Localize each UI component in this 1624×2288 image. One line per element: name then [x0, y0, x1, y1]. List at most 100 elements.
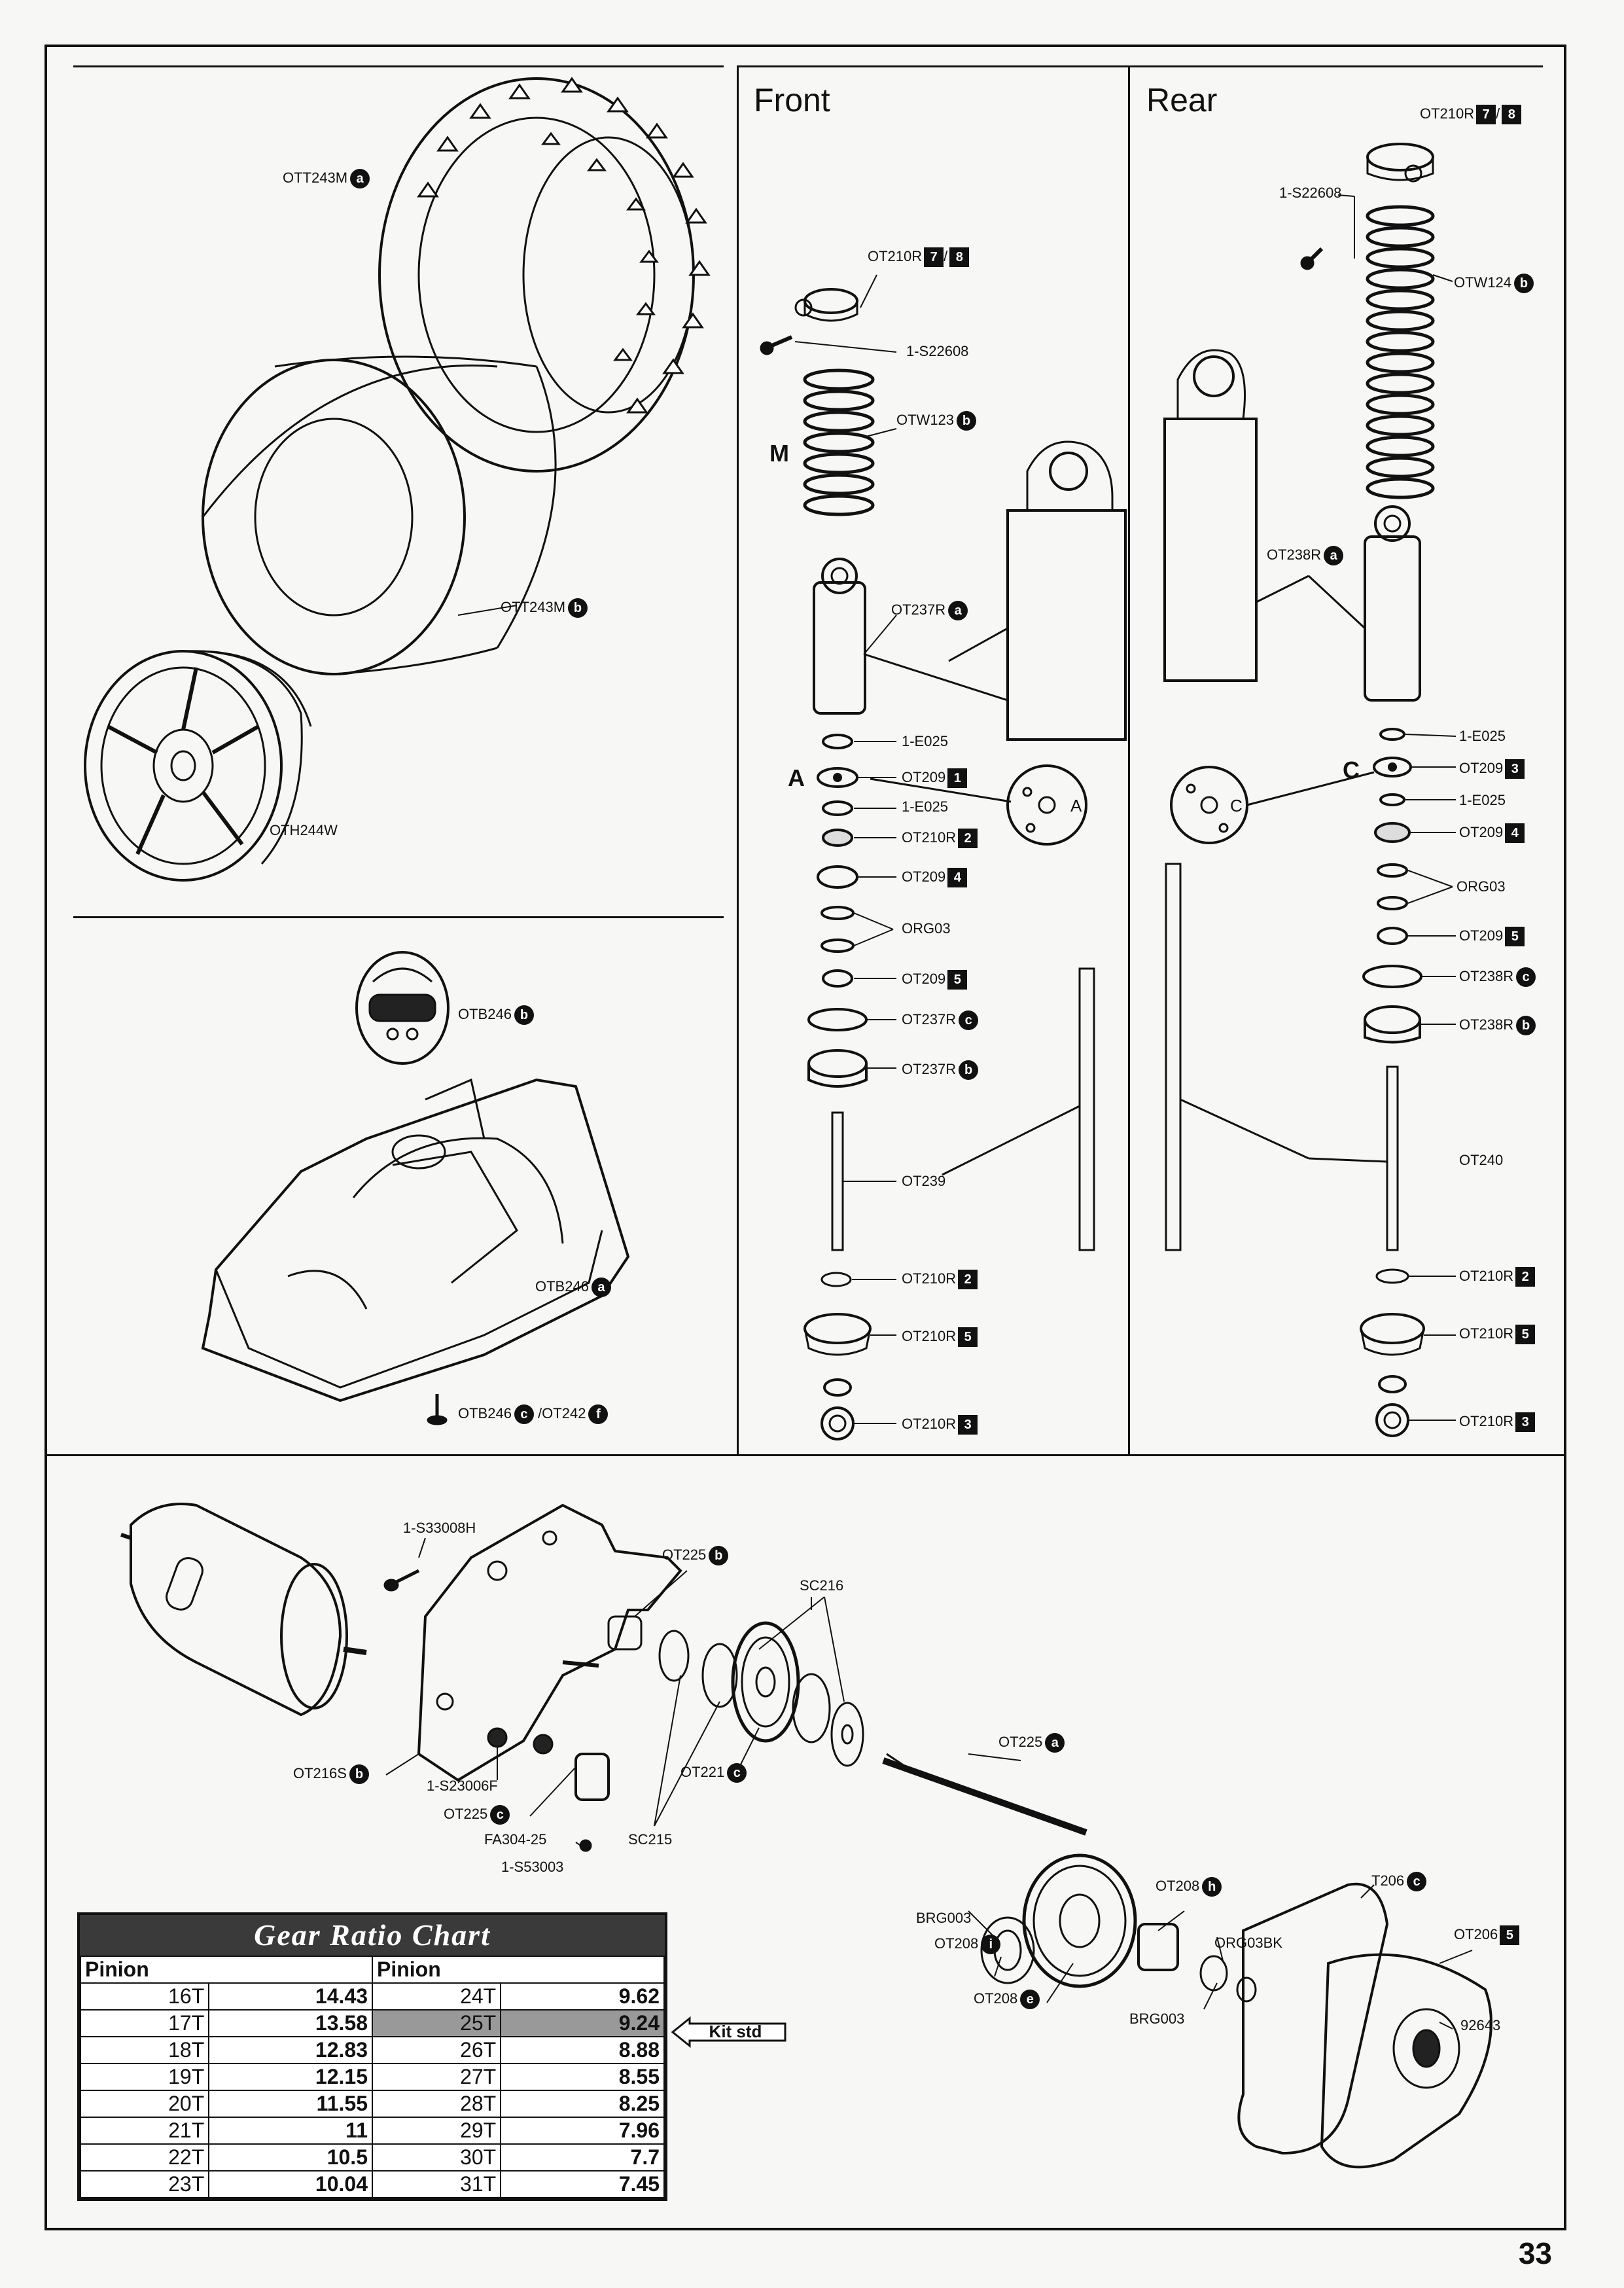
label-sc215: SC215	[628, 1831, 673, 1848]
pinion-cell: 23T	[79, 2170, 210, 2198]
ratio-cell: 7.45	[500, 2170, 665, 2198]
ratio-cell: 8.55	[500, 2063, 665, 2091]
kit-std-label: Kit std	[709, 2022, 762, 2041]
drivetrain-drawing	[120, 1503, 1492, 2169]
pinion-header-2: Pinion	[371, 1956, 665, 1984]
rear-shock-drawing	[1163, 143, 1456, 1437]
wheel-drawing	[84, 650, 312, 882]
label-front-e025-2: 1-E025	[902, 798, 948, 815]
front-shock-drawing	[760, 274, 1127, 1440]
ratio-cell: 10.5	[208, 2143, 373, 2172]
label-org03bk: ORG03BK	[1214, 1935, 1282, 1951]
pinion-cell: 20T	[79, 2090, 210, 2118]
divider-top-left	[73, 65, 724, 67]
piston-letter-c: C	[1230, 796, 1243, 815]
pinion-cell: 30T	[371, 2143, 502, 2172]
pinion-header-1: Pinion	[80, 1956, 373, 1984]
label-front-letter-a: A	[788, 764, 805, 791]
label-rear-letter-c: C	[1343, 757, 1360, 783]
front-section-title: Front	[754, 82, 830, 118]
ratio-cell: 9.62	[500, 1982, 665, 2011]
page-frame	[44, 45, 1566, 2230]
divider-rear	[1128, 65, 1130, 1454]
label-brg003-1: BRG003	[916, 1910, 972, 1926]
ratio-cell: 7.96	[500, 2117, 665, 2145]
divider-top-right	[737, 65, 1543, 67]
divider-front	[737, 65, 739, 1454]
tire-drawing	[378, 77, 711, 473]
label-sc216: SC216	[800, 1577, 844, 1594]
page-number: 33	[1518, 2236, 1552, 2270]
divider-mid-left	[73, 916, 724, 918]
pinion-cell: 17T	[79, 2009, 210, 2037]
label-rear-e025-1: 1-E025	[1459, 728, 1506, 744]
ratio-cell: 11.55	[208, 2090, 373, 2118]
pinion-cell: 19T	[79, 2063, 210, 2091]
pinion-cell: 31T	[371, 2170, 502, 2198]
ratio-cell: 12.83	[208, 2036, 373, 2064]
ratio-cell: 10.04	[208, 2170, 373, 2198]
kit-std-arrow-icon: Kit std	[671, 2016, 786, 2048]
gear-table-header: Pinion Pinion	[80, 1956, 665, 1984]
label-s33008h: 1-S33008H	[403, 1520, 476, 1536]
foam-insert-drawing	[202, 355, 557, 675]
pinion-cell: 22T	[79, 2143, 210, 2172]
label-front-org03: ORG03	[902, 920, 951, 937]
ratio-cell: 8.88	[500, 2036, 665, 2064]
ratio-cell: 11	[208, 2117, 373, 2145]
label-rear-screw: 1-S22608	[1279, 185, 1342, 201]
ratio-cell: 13.58	[208, 2009, 373, 2037]
label-front-e025-1: 1-E025	[902, 733, 948, 749]
ratio-cell: 8.25	[500, 2090, 665, 2118]
label-oth244w: OTH244W	[270, 822, 338, 838]
pinion-cell: 18T	[79, 2036, 210, 2064]
label-rear-ot240: OT240	[1459, 1152, 1504, 1168]
label-front-ot239: OT239	[902, 1173, 946, 1189]
body-shell-drawing	[201, 1078, 630, 1403]
pinion-cell: 24T	[371, 1982, 502, 2011]
label-brg003-2: BRG003	[1129, 2011, 1185, 2027]
pinion-cell: 28T	[371, 2090, 502, 2118]
helmet-drawing	[355, 951, 450, 1065]
label-s53003: 1-S53003	[501, 1859, 564, 1875]
label-front-screw: 1-S22608	[906, 343, 969, 359]
body-screw-drawing	[427, 1394, 448, 1425]
gear-chart-title: Gear Ratio Chart	[80, 1915, 665, 1956]
